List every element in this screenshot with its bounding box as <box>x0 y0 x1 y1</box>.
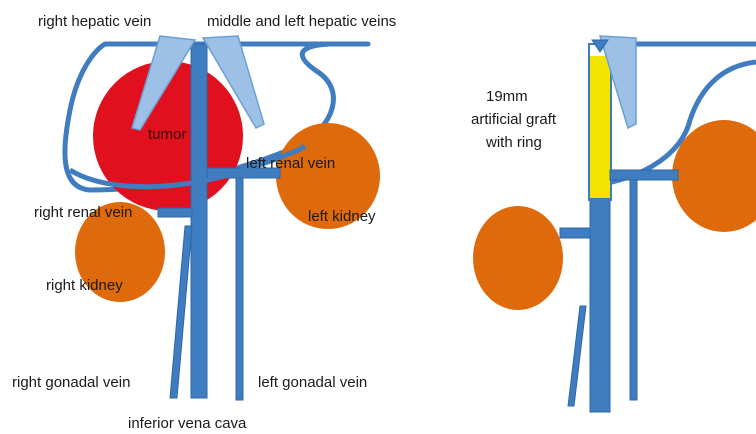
artificial-graft <box>590 56 610 198</box>
label-graft-type: artificial graft <box>471 111 557 128</box>
left-renal-vein-after <box>610 170 678 180</box>
label-right-gonadal-vein: right gonadal vein <box>12 374 130 391</box>
label-graft-size: 19mm <box>486 88 528 105</box>
before-panel: right hepatic vein middle and left hepat… <box>12 13 396 432</box>
right-renal-vein <box>158 208 192 217</box>
label-right-renal-vein: right renal vein <box>34 204 132 221</box>
left-gonadal-vein <box>236 178 243 400</box>
inferior-vena-cava-after <box>590 198 610 412</box>
label-right-hepatic-vein: right hepatic vein <box>38 13 151 30</box>
left-gonadal-vein-after <box>630 180 637 400</box>
label-left-gonadal-vein: left gonadal vein <box>258 374 367 391</box>
label-left-kidney: left kidney <box>308 208 376 225</box>
label-inferior-vena-cava: inferior vena cava <box>128 415 247 432</box>
right-gonadal-vein <box>170 226 192 398</box>
right-kidney-after <box>473 206 563 310</box>
label-left-renal-vein: left renal vein <box>246 155 335 172</box>
label-middle-left-hepatic-veins: middle and left hepatic veins <box>207 13 396 30</box>
inferior-vena-cava <box>191 44 207 398</box>
right-gonadal-vein-after <box>568 306 586 406</box>
label-right-kidney: right kidney <box>46 277 123 294</box>
label-graft-ring: with ring <box>485 134 542 151</box>
right-renal-vein-after <box>560 228 590 238</box>
label-tumor: tumor <box>148 126 186 143</box>
after-panel: 19mm artificial graft with ring <box>471 36 756 412</box>
